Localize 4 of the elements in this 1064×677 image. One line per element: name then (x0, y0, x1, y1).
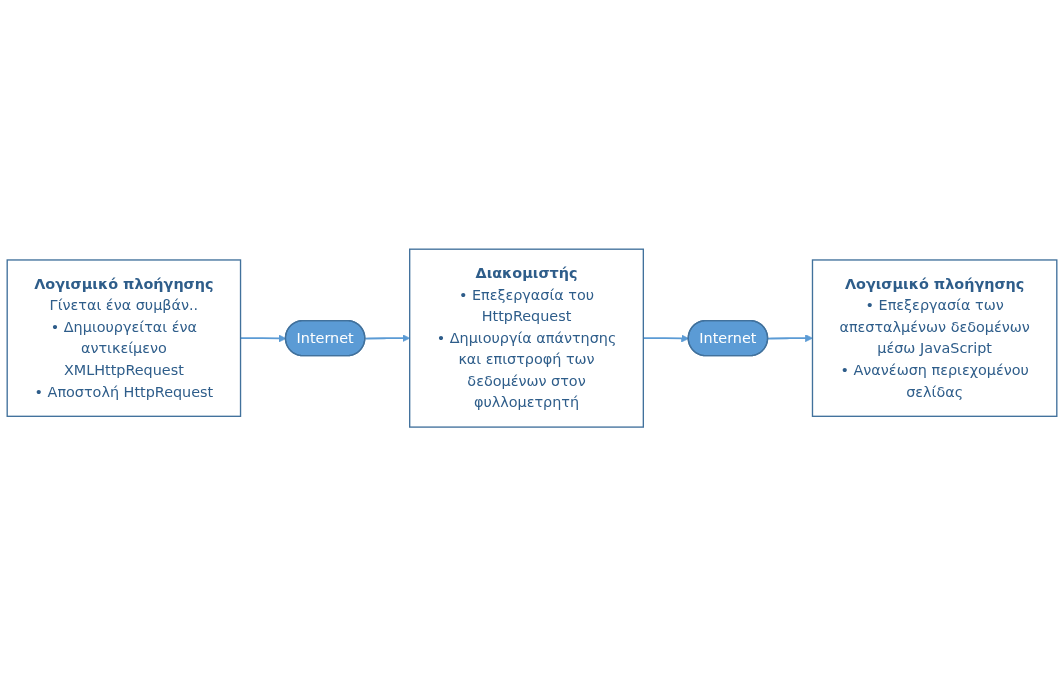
arrow (767, 334, 813, 343)
node-box: Διακομιστής • Επεξεργασία του HttpRequest • Δημιουργία απάντησης και επιστροφή των δεδομένων στον φυλλομετρητή (409, 248, 644, 429)
node-box: Λογισμικό πλοήγησης • Επεξεργασία των απεσταλμένων δεδομένων μέσω JavaScript • Ανανέωση περιεχομένου σελίδας (811, 259, 1058, 418)
node-box: Λογισμικό πλοήγησης Γίνεται ένα συμβάν.. • Δημιουργείται ένα αντικείμενο XMLHttpRequest • Αποστολή HttpRequest (6, 259, 242, 418)
